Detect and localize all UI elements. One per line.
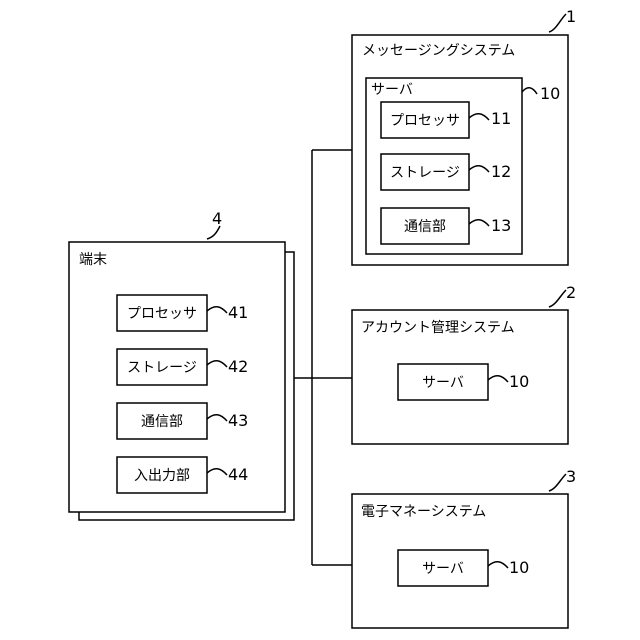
emoney-server-label: サーバ bbox=[422, 561, 464, 577]
terminal-storage-ref: 42 bbox=[228, 357, 248, 376]
messaging-processor-ref: 11 bbox=[491, 109, 511, 128]
messaging-system-title: メッセージングシステム bbox=[362, 43, 515, 59]
account-system-ref: 2 bbox=[566, 283, 576, 302]
terminal-processor-ref: 41 bbox=[228, 303, 248, 322]
connections bbox=[286, 150, 352, 565]
terminal-storage-label: ストレージ bbox=[127, 360, 197, 376]
messaging-server-title: サーバ bbox=[371, 82, 413, 98]
terminal-title: 端末 bbox=[79, 252, 107, 268]
terminal-comm-ref: 43 bbox=[228, 411, 248, 430]
terminal-io-ref: 44 bbox=[228, 465, 248, 484]
messaging-server-ref: 10 bbox=[540, 84, 560, 103]
messaging-storage-label: ストレージ bbox=[390, 165, 460, 181]
account-server-label: サーバ bbox=[422, 375, 464, 391]
account-server-ref: 10 bbox=[509, 372, 529, 391]
emoney-system: 電子マネーシステム 3 サーバ 10 bbox=[352, 467, 576, 628]
terminal-io-label: 入出力部 bbox=[134, 468, 190, 484]
terminal-processor-label: プロセッサ bbox=[127, 306, 197, 322]
emoney-server-ref: 10 bbox=[509, 558, 529, 577]
messaging-system: メッセージングシステム 1 サーバ 10 プロセッサ 11 ストレージ 12 通… bbox=[352, 7, 576, 265]
terminal-comm-label: 通信部 bbox=[141, 414, 183, 430]
account-system-title: アカウント管理システム bbox=[361, 320, 515, 336]
messaging-system-leader bbox=[549, 14, 566, 32]
messaging-processor-label: プロセッサ bbox=[390, 113, 460, 129]
emoney-system-ref: 3 bbox=[566, 467, 576, 486]
terminal-ref: 4 bbox=[212, 209, 222, 228]
messaging-system-ref: 1 bbox=[566, 7, 576, 26]
account-system-leader bbox=[549, 290, 566, 307]
emoney-system-leader bbox=[549, 474, 566, 491]
terminal: 端末 4 プロセッサ 41 ストレージ 42 通信部 43 入出力部 44 bbox=[69, 209, 294, 520]
messaging-comm-ref: 13 bbox=[491, 216, 511, 235]
messaging-storage-ref: 12 bbox=[491, 162, 511, 181]
account-system: アカウント管理システム 2 サーバ 10 bbox=[352, 283, 576, 444]
messaging-comm-label: 通信部 bbox=[404, 219, 446, 235]
emoney-system-title: 電子マネーシステム bbox=[361, 504, 486, 520]
